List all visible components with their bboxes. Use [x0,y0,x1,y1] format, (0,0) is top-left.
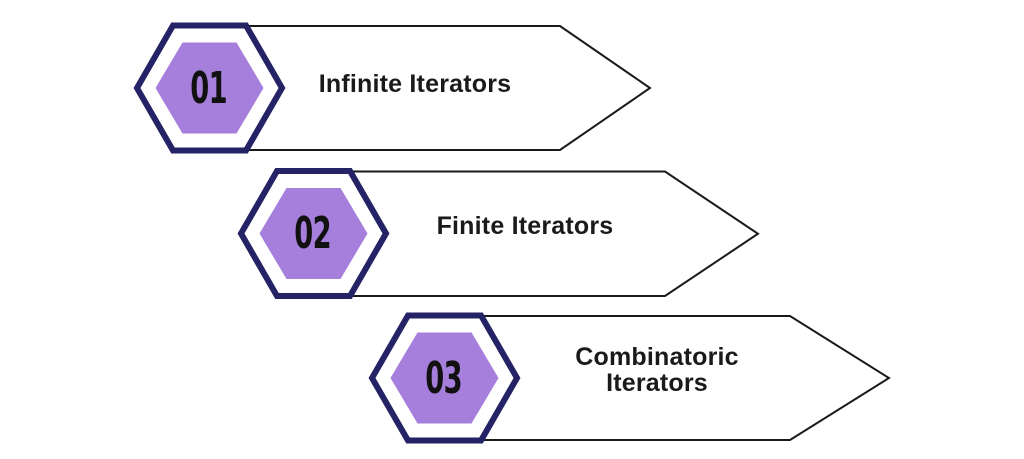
step-number-3: 03 [394,328,494,428]
step-number-1: 01 [159,38,259,138]
step-label-finite-iterators: Finite Iterators [436,212,614,241]
hexagon-inner-fill-2 [259,188,368,279]
step-number-3-text: 03 [425,352,463,404]
hexagon-badge-1 [133,22,286,154]
hexagon-badge-2 [237,168,390,299]
hexagon-inner-fill-1 [155,42,264,134]
step-number-2-text: 02 [294,207,332,259]
hexagon-badge-3 [368,312,521,444]
step-number-2: 02 [263,183,363,283]
step-label-infinite-iterators: Infinite Iterators [318,69,512,98]
step-number-1-text: 01 [190,62,228,114]
step-label-combinatoric-iterators: Combinatoric Iterators [575,342,739,397]
hexagon-inner-fill-3 [390,332,499,424]
